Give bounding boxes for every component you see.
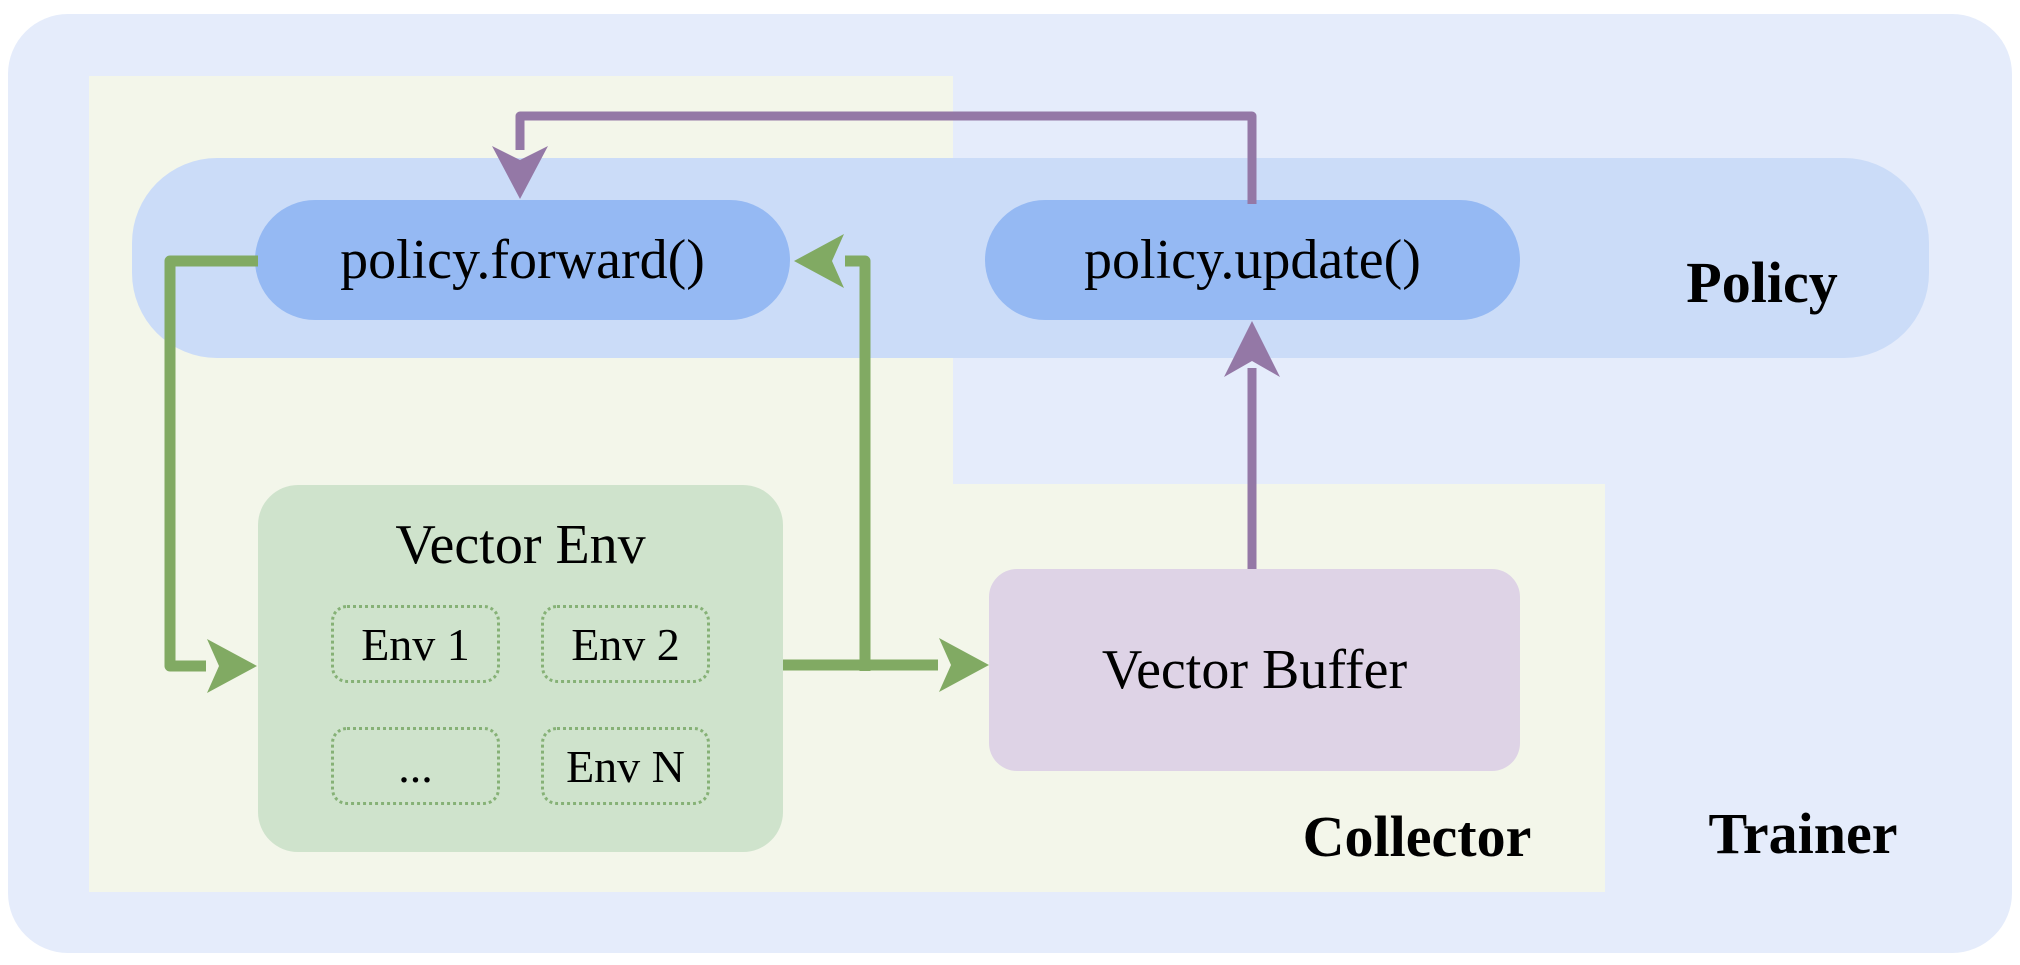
env-1-cell: Env 1 (331, 605, 500, 683)
trainer-region-label: Trainer (1708, 800, 1898, 866)
policy-forward-label: policy.forward() (340, 229, 705, 291)
policy-region-label: Policy (1686, 249, 1838, 315)
vector-buffer-label: Vector Buffer (1101, 639, 1408, 701)
env-2-cell: Env 2 (541, 605, 710, 683)
policy-update-node: policy.update() (985, 200, 1520, 320)
vector-env-title: Vector Env (395, 514, 646, 576)
env-ellipsis-cell: ... (331, 727, 500, 805)
env-n-cell: Env N (541, 727, 710, 805)
policy-forward-node: policy.forward() (255, 200, 790, 320)
collector-region-label: Collector (1302, 803, 1532, 869)
vector-buffer-node: Vector Buffer (989, 569, 1520, 771)
policy-update-label: policy.update() (1084, 229, 1421, 291)
